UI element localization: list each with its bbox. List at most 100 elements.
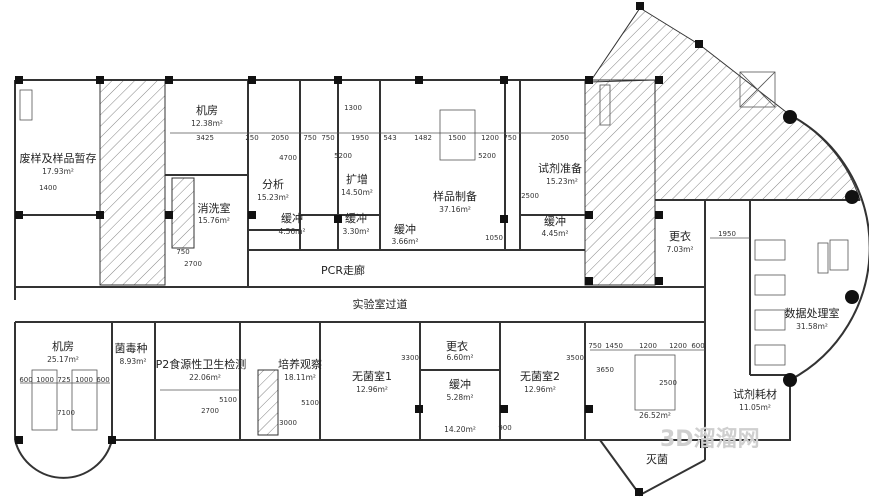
wash-bench bbox=[171, 177, 195, 249]
svg-text:4.45m²: 4.45m² bbox=[541, 229, 568, 238]
svg-text:3300: 3300 bbox=[401, 354, 419, 362]
svg-text:3500: 3500 bbox=[566, 354, 584, 362]
svg-text:1300: 1300 bbox=[344, 104, 362, 112]
room-name: 废样及样品暂存 bbox=[20, 151, 97, 165]
columns bbox=[15, 2, 859, 496]
svg-text:缓冲: 缓冲 bbox=[281, 211, 303, 225]
svg-text:18.11m²: 18.11m² bbox=[284, 373, 316, 382]
svg-text:数据处理室: 数据处理室 bbox=[785, 306, 840, 320]
svg-text:试剂准备: 试剂准备 bbox=[538, 161, 582, 175]
svg-text:5100: 5100 bbox=[219, 396, 237, 404]
svg-text:14.20m²: 14.20m² bbox=[444, 425, 476, 434]
svg-text:22.06m²: 22.06m² bbox=[189, 373, 221, 382]
svg-text:543: 543 bbox=[383, 134, 396, 142]
svg-text:25.17m²: 25.17m² bbox=[47, 355, 79, 364]
svg-text:600: 600 bbox=[19, 376, 32, 384]
svg-text:1482: 1482 bbox=[414, 134, 432, 142]
svg-text:1400: 1400 bbox=[39, 184, 57, 192]
svg-text:600: 600 bbox=[691, 342, 704, 350]
svg-text:31.58m²: 31.58m² bbox=[796, 322, 828, 331]
svg-text:灭菌: 灭菌 bbox=[646, 453, 668, 466]
svg-text:750: 750 bbox=[588, 342, 601, 350]
culture-bench bbox=[257, 369, 279, 436]
walls bbox=[14, 79, 869, 497]
svg-text:PCR走廊: PCR走廊 bbox=[321, 263, 365, 277]
svg-text:2500: 2500 bbox=[521, 192, 539, 200]
svg-text:250: 250 bbox=[245, 134, 258, 142]
svg-text:750: 750 bbox=[321, 134, 334, 142]
svg-text:7100: 7100 bbox=[57, 409, 75, 417]
svg-text:17.93m²: 17.93m² bbox=[42, 167, 74, 176]
svg-text:3650: 3650 bbox=[596, 366, 614, 374]
svg-text:缓冲: 缓冲 bbox=[345, 211, 367, 225]
svg-text:1450: 1450 bbox=[605, 342, 623, 350]
svg-text:1950: 1950 bbox=[351, 134, 369, 142]
svg-text:缓冲: 缓冲 bbox=[394, 222, 416, 236]
svg-text:无菌室1: 无菌室1 bbox=[352, 369, 392, 383]
svg-text:37.16m²: 37.16m² bbox=[439, 205, 471, 214]
stair-right bbox=[584, 79, 656, 286]
svg-text:1050: 1050 bbox=[485, 234, 503, 242]
svg-text:5200: 5200 bbox=[478, 152, 496, 160]
svg-text:900: 900 bbox=[498, 424, 511, 432]
svg-text:1000: 1000 bbox=[75, 376, 93, 384]
svg-text:11.05m²: 11.05m² bbox=[739, 403, 771, 412]
svg-text:750: 750 bbox=[303, 134, 316, 142]
svg-text:3000: 3000 bbox=[279, 419, 297, 427]
svg-text:1950: 1950 bbox=[718, 230, 736, 238]
svg-text:1200: 1200 bbox=[639, 342, 657, 350]
svg-text:5.28m²: 5.28m² bbox=[446, 393, 473, 402]
svg-text:样品制备: 样品制备 bbox=[433, 189, 477, 203]
svg-text:600: 600 bbox=[96, 376, 109, 384]
svg-text:14.50m²: 14.50m² bbox=[341, 188, 373, 197]
svg-text:2500: 2500 bbox=[659, 379, 677, 387]
svg-text:分析: 分析 bbox=[262, 177, 284, 191]
svg-text:1200: 1200 bbox=[669, 342, 687, 350]
room-labels: 废样及样品暂存 17.93m² 机房 12.38m² 消洗室 15.76m² 分… bbox=[20, 103, 840, 466]
svg-text:4700: 4700 bbox=[279, 154, 297, 162]
svg-text:更衣: 更衣 bbox=[669, 229, 691, 243]
svg-text:1500: 1500 bbox=[448, 134, 466, 142]
svg-text:26.52m²: 26.52m² bbox=[639, 411, 671, 420]
svg-text:15.23m²: 15.23m² bbox=[546, 177, 578, 186]
svg-text:750: 750 bbox=[503, 134, 516, 142]
svg-text:8.93m²: 8.93m² bbox=[119, 357, 146, 366]
svg-text:12.96m²: 12.96m² bbox=[356, 385, 388, 394]
svg-text:3.66m²: 3.66m² bbox=[391, 237, 418, 246]
hatched-areas bbox=[99, 7, 861, 436]
svg-text:无菌室2: 无菌室2 bbox=[520, 369, 560, 383]
svg-text:试剂耗材: 试剂耗材 bbox=[733, 387, 777, 401]
svg-text:12.96m²: 12.96m² bbox=[524, 385, 556, 394]
svg-text:2050: 2050 bbox=[271, 134, 289, 142]
svg-text:菌毒种: 菌毒种 bbox=[115, 341, 148, 355]
workbench bbox=[439, 109, 476, 161]
svg-text:15.76m²: 15.76m² bbox=[198, 216, 230, 225]
svg-text:机房: 机房 bbox=[196, 103, 218, 117]
svg-text:P2食源性卫生检测: P2食源性卫生检测 bbox=[156, 357, 247, 371]
svg-text:更衣: 更衣 bbox=[446, 339, 468, 353]
svg-text:缓冲: 缓冲 bbox=[544, 214, 566, 228]
svg-text:15.23m²: 15.23m² bbox=[257, 193, 289, 202]
svg-text:实验室过道: 实验室过道 bbox=[353, 297, 408, 311]
svg-text:6.60m²: 6.60m² bbox=[446, 353, 473, 362]
svg-text:1000: 1000 bbox=[36, 376, 54, 384]
svg-text:5100: 5100 bbox=[301, 399, 319, 407]
svg-text:750: 750 bbox=[176, 248, 189, 256]
svg-text:5200: 5200 bbox=[334, 152, 352, 160]
stair-left bbox=[99, 79, 166, 286]
svg-text:消洗室: 消洗室 bbox=[198, 201, 231, 215]
svg-text:2050: 2050 bbox=[551, 134, 569, 142]
svg-text:7.03m²: 7.03m² bbox=[666, 245, 693, 254]
dimensions: 1400 3425 250 2050 4700 750 750 1950 130… bbox=[19, 104, 750, 432]
svg-text:1200: 1200 bbox=[481, 134, 499, 142]
svg-text:12.38m²: 12.38m² bbox=[191, 119, 223, 128]
svg-text:725: 725 bbox=[57, 376, 70, 384]
watermark: 3D溜溜网 bbox=[660, 426, 760, 452]
svg-text:4.56m²: 4.56m² bbox=[278, 227, 305, 236]
svg-text:3.30m²: 3.30m² bbox=[342, 227, 369, 236]
svg-text:2700: 2700 bbox=[184, 260, 202, 268]
svg-text:3425: 3425 bbox=[196, 134, 214, 142]
svg-text:2700: 2700 bbox=[201, 407, 219, 415]
svg-text:培养观察: 培养观察 bbox=[278, 357, 322, 371]
